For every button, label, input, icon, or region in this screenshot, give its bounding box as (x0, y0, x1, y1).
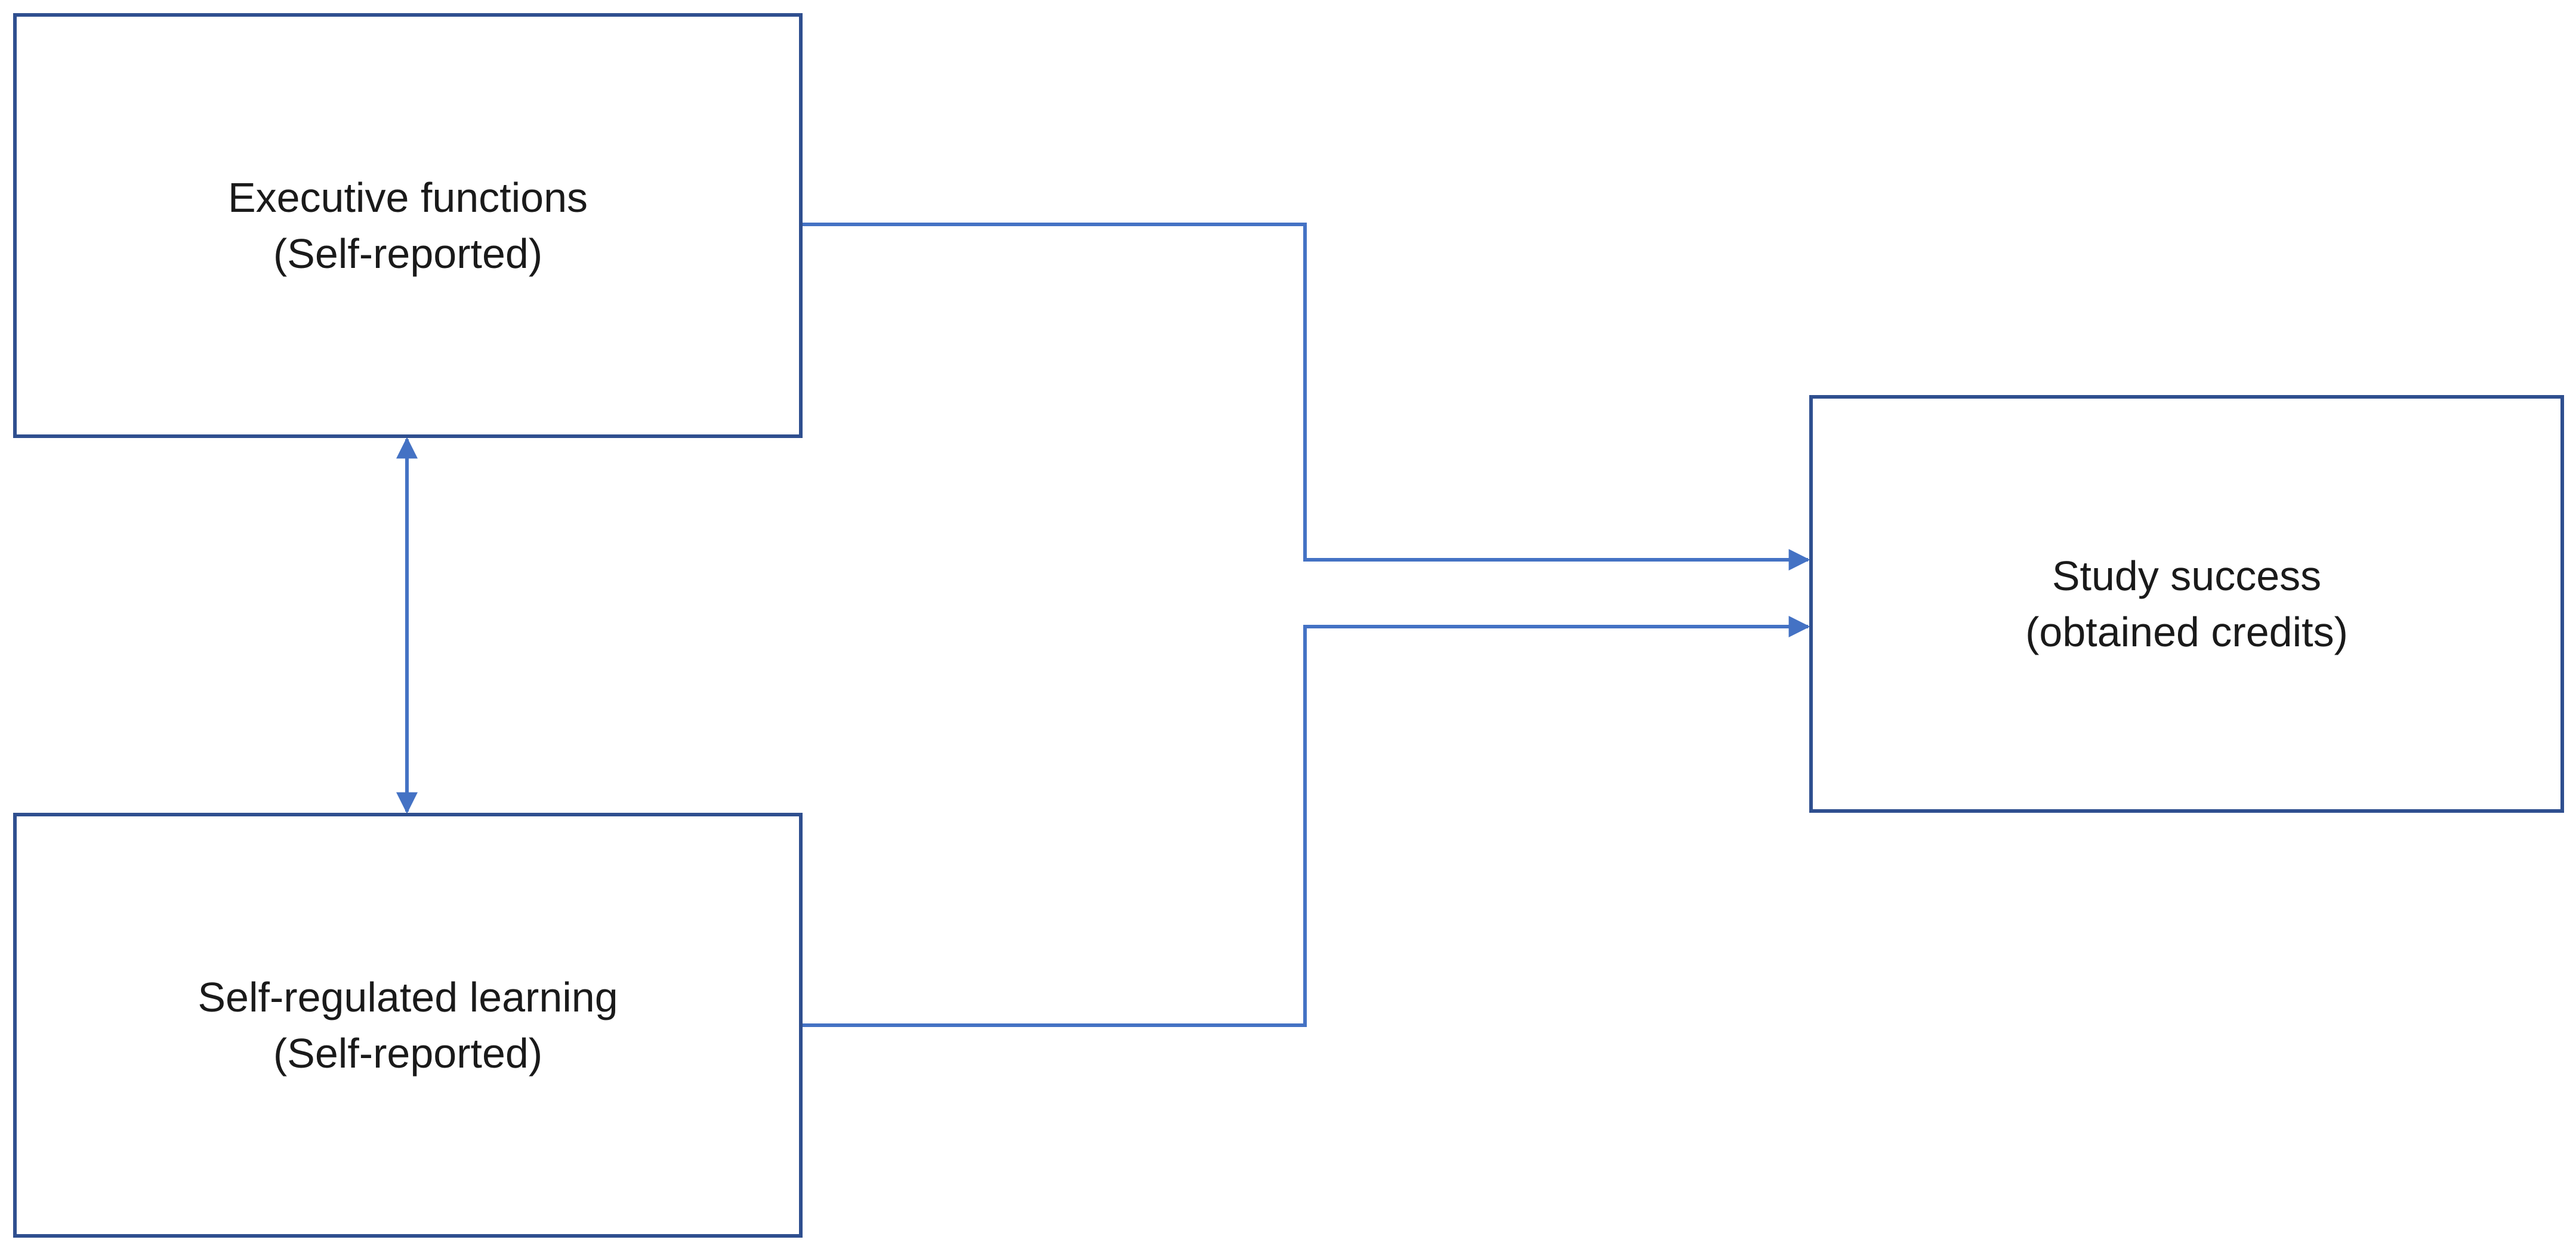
node-self-regulated-learning: Self-regulated learning (Self-reported) (13, 813, 803, 1238)
edge-srl-to-ss (803, 616, 1810, 1027)
node-study-success-subtitle: (obtained credits) (2025, 609, 2348, 655)
node-study-success-title: Study success (2051, 552, 2322, 599)
edge-ef-to-ss (803, 223, 1810, 571)
node-executive-functions: Executive functions (Self-reported) (13, 13, 803, 438)
node-study-success: Study success (obtained credits) (1809, 395, 2564, 813)
node-executive-functions-title: Executive functions (227, 174, 588, 221)
node-executive-functions-subtitle: (Self-reported) (273, 230, 543, 277)
node-self-regulated-learning-subtitle: (Self-reported) (273, 1030, 543, 1077)
node-self-regulated-learning-title: Self-regulated learning (198, 973, 618, 1020)
